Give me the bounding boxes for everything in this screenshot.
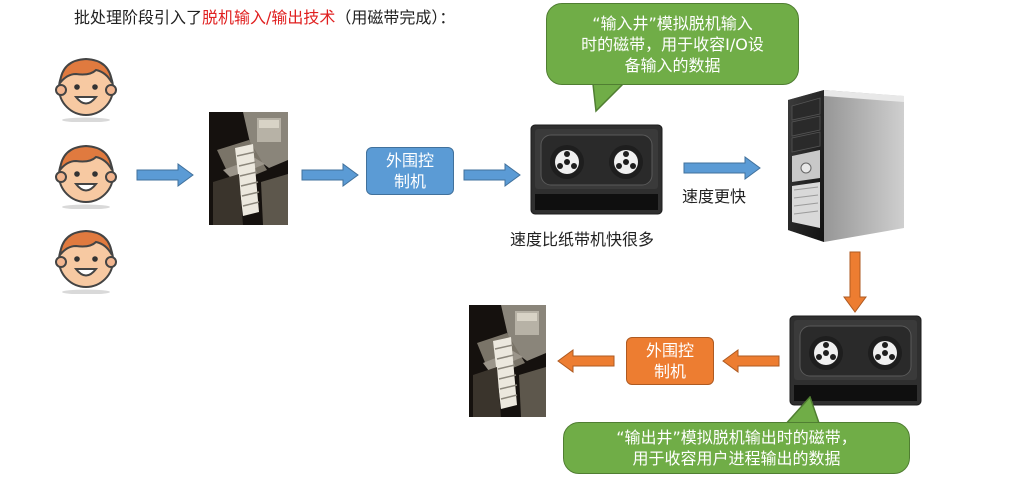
magnetic-tape-icon — [530, 124, 663, 215]
arrow-right-icon — [136, 163, 194, 187]
page-title: 批处理阶段引入了脱机输入/输出技术（用磁带完成）： — [74, 8, 455, 28]
input-well-callout-text: “输入井”模拟脱机输入 时的磁带，用于收容I/O设 备输入的数据 — [581, 13, 764, 75]
output-well-callout: “输出井”模拟脱机输出时的磁带， 用于收容用户进程输出的数据 — [563, 422, 910, 474]
arrow-right-icon — [683, 156, 761, 180]
cpu-speed-caption: 速度更快 — [682, 187, 747, 206]
arrow-down-icon — [843, 251, 867, 313]
peripheral-controller-box: 外围控 制机 — [366, 147, 454, 195]
callout-pointer — [782, 396, 822, 426]
arrow-left-icon — [557, 349, 615, 373]
controller-label: 外围控 制机 — [645, 341, 694, 381]
title-highlight: 脱机输入/输出技术 — [202, 8, 336, 27]
paper-tape-machine-icon — [209, 112, 288, 225]
magnetic-tape-icon — [789, 315, 922, 406]
output-well-callout-text: “输出井”模拟脱机输出时的磁带， 用于收容用户进程输出的数据 — [616, 428, 857, 468]
peripheral-controller-box: 外围控 制机 — [626, 337, 714, 385]
paper-tape-machine-icon — [469, 305, 546, 417]
title-suffix: （用磁带完成）： — [335, 8, 456, 27]
arrow-left-icon — [722, 349, 780, 373]
user-face-icon — [55, 229, 117, 294]
user-face-icon — [55, 57, 117, 122]
arrow-right-icon — [463, 163, 521, 187]
computer-tower-icon — [788, 90, 904, 242]
user-face-icon — [55, 144, 117, 209]
title-prefix: 批处理阶段引入了 — [74, 8, 203, 27]
controller-label: 外围控 制机 — [385, 151, 434, 191]
input-well-callout: “输入井”模拟脱机输入 时的磁带，用于收容I/O设 备输入的数据 — [546, 3, 799, 85]
tape-speed-caption: 速度比纸带机快很多 — [510, 230, 655, 249]
arrow-right-icon — [301, 163, 359, 187]
